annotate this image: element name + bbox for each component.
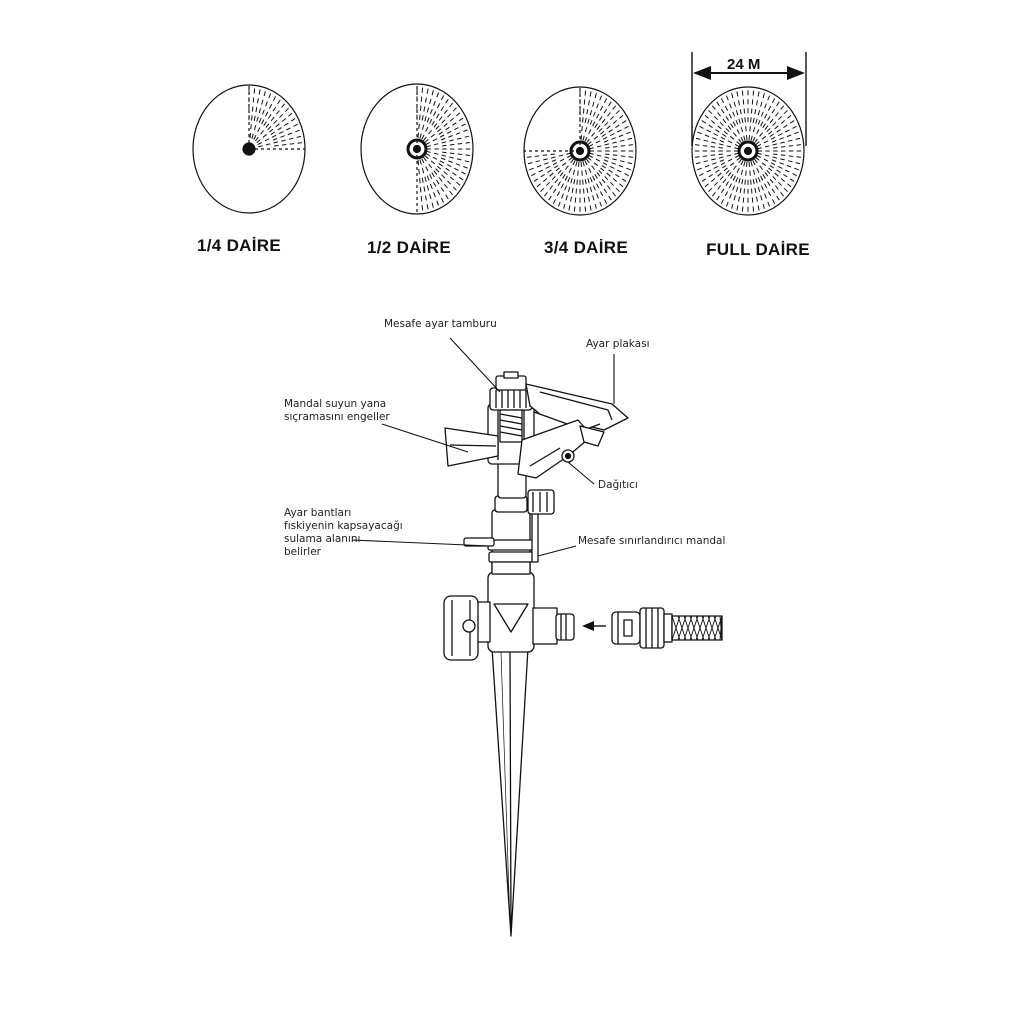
- sprinkler-head: [444, 371, 629, 499]
- callout-leaders: [351, 337, 615, 557]
- three-quarter-circle-pattern: [523, 86, 637, 216]
- hose-connector: [611, 607, 723, 649]
- quarter-circle-pattern: [192, 84, 306, 214]
- callout-diffuser: Dağıtıcı: [598, 479, 638, 491]
- callout-distance-drum: Mesafe ayar tamburu: [384, 318, 497, 330]
- impact-sprinkler: [443, 371, 723, 937]
- callout-splash-latch: Mandal suyun yana sıçramasını engeller: [284, 398, 390, 423]
- callout-distance-limiter: Mesafe sınırlandırıcı mandal: [578, 535, 726, 547]
- callout-adjust-bands: Ayar bantları fıskiyenin kapsayacağı sul…: [284, 507, 403, 558]
- half-circle-pattern: [360, 83, 474, 215]
- connect-arrow: [582, 621, 606, 631]
- tee-body: [443, 571, 575, 661]
- pattern-label-three-quarter: 3/4 DAİRE: [544, 238, 628, 257]
- pattern-label-quarter: 1/4 DAİRE: [197, 236, 281, 255]
- pattern-label-half: 1/2 DAİRE: [367, 238, 451, 257]
- callout-adjust-plate: Ayar plakası: [586, 338, 650, 350]
- full-circle-pattern: [691, 86, 805, 216]
- diameter-dimension: [691, 52, 807, 146]
- ground-spike: [491, 647, 529, 937]
- garden-hose: [671, 615, 723, 641]
- diameter-label: 24 M: [727, 56, 761, 73]
- riser-collars: [463, 489, 555, 575]
- pattern-label-full: FULL DAİRE: [706, 240, 810, 259]
